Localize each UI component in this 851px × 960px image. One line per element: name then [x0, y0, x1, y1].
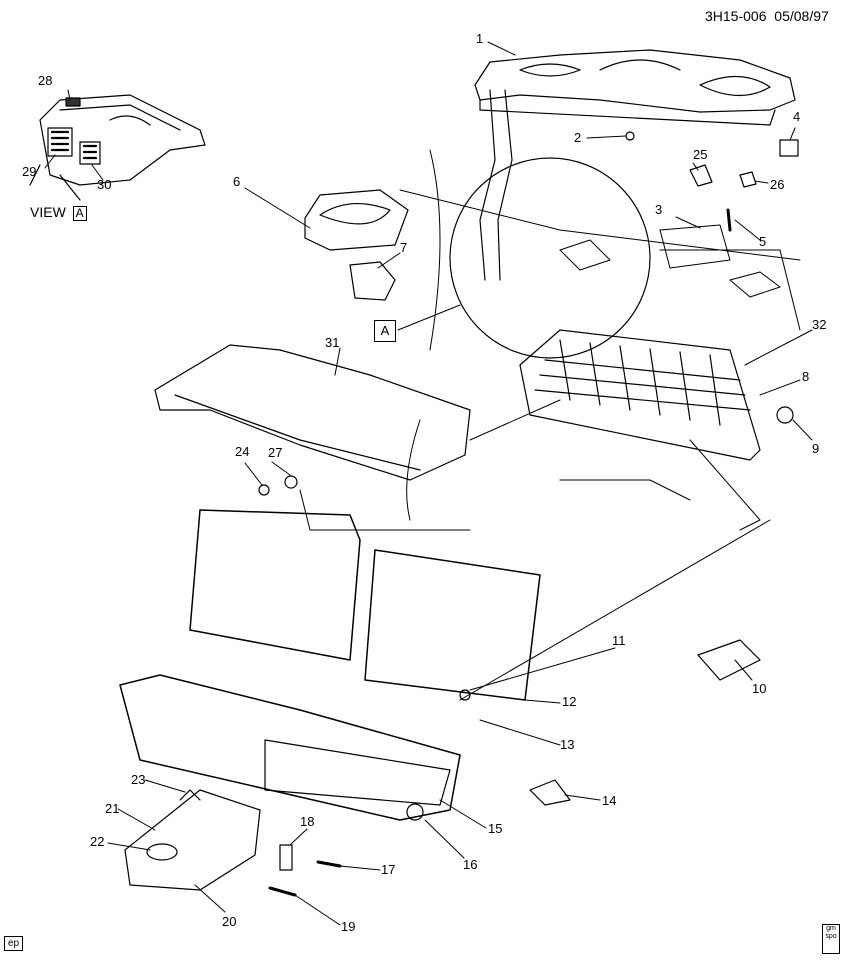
part-14-clip: [529, 779, 571, 806]
diagram-date: 05/08/97: [774, 8, 829, 24]
gm-spo-logo: gm spo: [822, 924, 840, 954]
callout-19: 19: [341, 919, 356, 934]
seat-back-cushion: [189, 509, 541, 701]
armrest-assembly: [124, 789, 261, 891]
seat-back-frame: [519, 329, 761, 461]
callout-1: 1: [476, 31, 484, 46]
callout-24: 24: [235, 444, 250, 459]
part-27-nut: [284, 475, 298, 489]
callout-16: 16: [463, 857, 478, 872]
detail-magnifier: [449, 157, 651, 359]
callout-18: 18: [300, 814, 315, 829]
speaker-clip: [349, 261, 396, 301]
callout-4: 4: [793, 109, 801, 124]
speaker-cover: [304, 189, 409, 251]
callout-5: 5: [759, 234, 767, 249]
callout-10: 10: [752, 681, 767, 696]
part-26-retainer: [739, 171, 757, 188]
callout-3: 3: [655, 202, 663, 217]
callout-2: 2: [574, 130, 582, 145]
callout-7: 7: [400, 240, 408, 255]
part-11-nut: [459, 689, 471, 701]
callout-28: 28: [38, 73, 53, 88]
callout-14: 14: [602, 793, 617, 808]
callout-15: 15: [488, 821, 503, 836]
logo-line-1: gm: [826, 925, 836, 932]
callout-32: 32: [812, 317, 827, 332]
logo-line-2: spo: [825, 933, 837, 940]
callout-9: 9: [812, 441, 820, 456]
body-panel-lines: [299, 149, 801, 701]
leader-lines: [44, 41, 813, 926]
callout-23: 23: [131, 772, 146, 787]
callout-20: 20: [222, 914, 237, 929]
callout-26: 26: [770, 177, 785, 192]
callout-12: 12: [562, 694, 577, 709]
callout-25: 25: [693, 147, 708, 162]
seat-cushion: [119, 674, 461, 821]
part-18-pin: [279, 844, 293, 871]
view-a-inset: [29, 94, 206, 201]
speaker-cover-inner: [319, 202, 391, 225]
callout-11: 11: [612, 633, 626, 648]
callout-17: 17: [381, 862, 396, 877]
part-5-bolt: [726, 208, 732, 232]
part-19-bolt: [268, 886, 297, 897]
rear-trim-panel: [154, 344, 471, 481]
part-17-bolt: [316, 860, 342, 868]
callout-6: 6: [233, 174, 241, 189]
diagram-header: 3H15-006 05/08/97: [705, 8, 829, 24]
part-9-plug: [776, 406, 794, 424]
callout-27: 27: [268, 445, 283, 460]
part-2-screw: [625, 131, 635, 141]
diagram-code: 3H15-006: [705, 8, 767, 24]
callout-8: 8: [802, 369, 810, 384]
view-letter-box: A: [72, 206, 87, 221]
corner-label: ep: [4, 936, 24, 951]
view-a-caption: VIEW A: [30, 204, 87, 221]
part-10-bracket: [697, 639, 761, 681]
view-label: VIEW: [30, 204, 66, 220]
part-4-cap: [779, 139, 799, 157]
part-24-clip: [258, 484, 270, 496]
callout-13: 13: [560, 737, 575, 752]
callout-29: 29: [22, 164, 37, 179]
part-25-retainer: [689, 164, 713, 187]
callout-marker-a: A: [374, 320, 396, 342]
callout-22: 22: [90, 834, 105, 849]
rear-shelf: [474, 49, 796, 281]
callout-31: 31: [325, 335, 340, 350]
callout-21: 21: [105, 801, 120, 816]
callout-30: 30: [97, 177, 112, 192]
